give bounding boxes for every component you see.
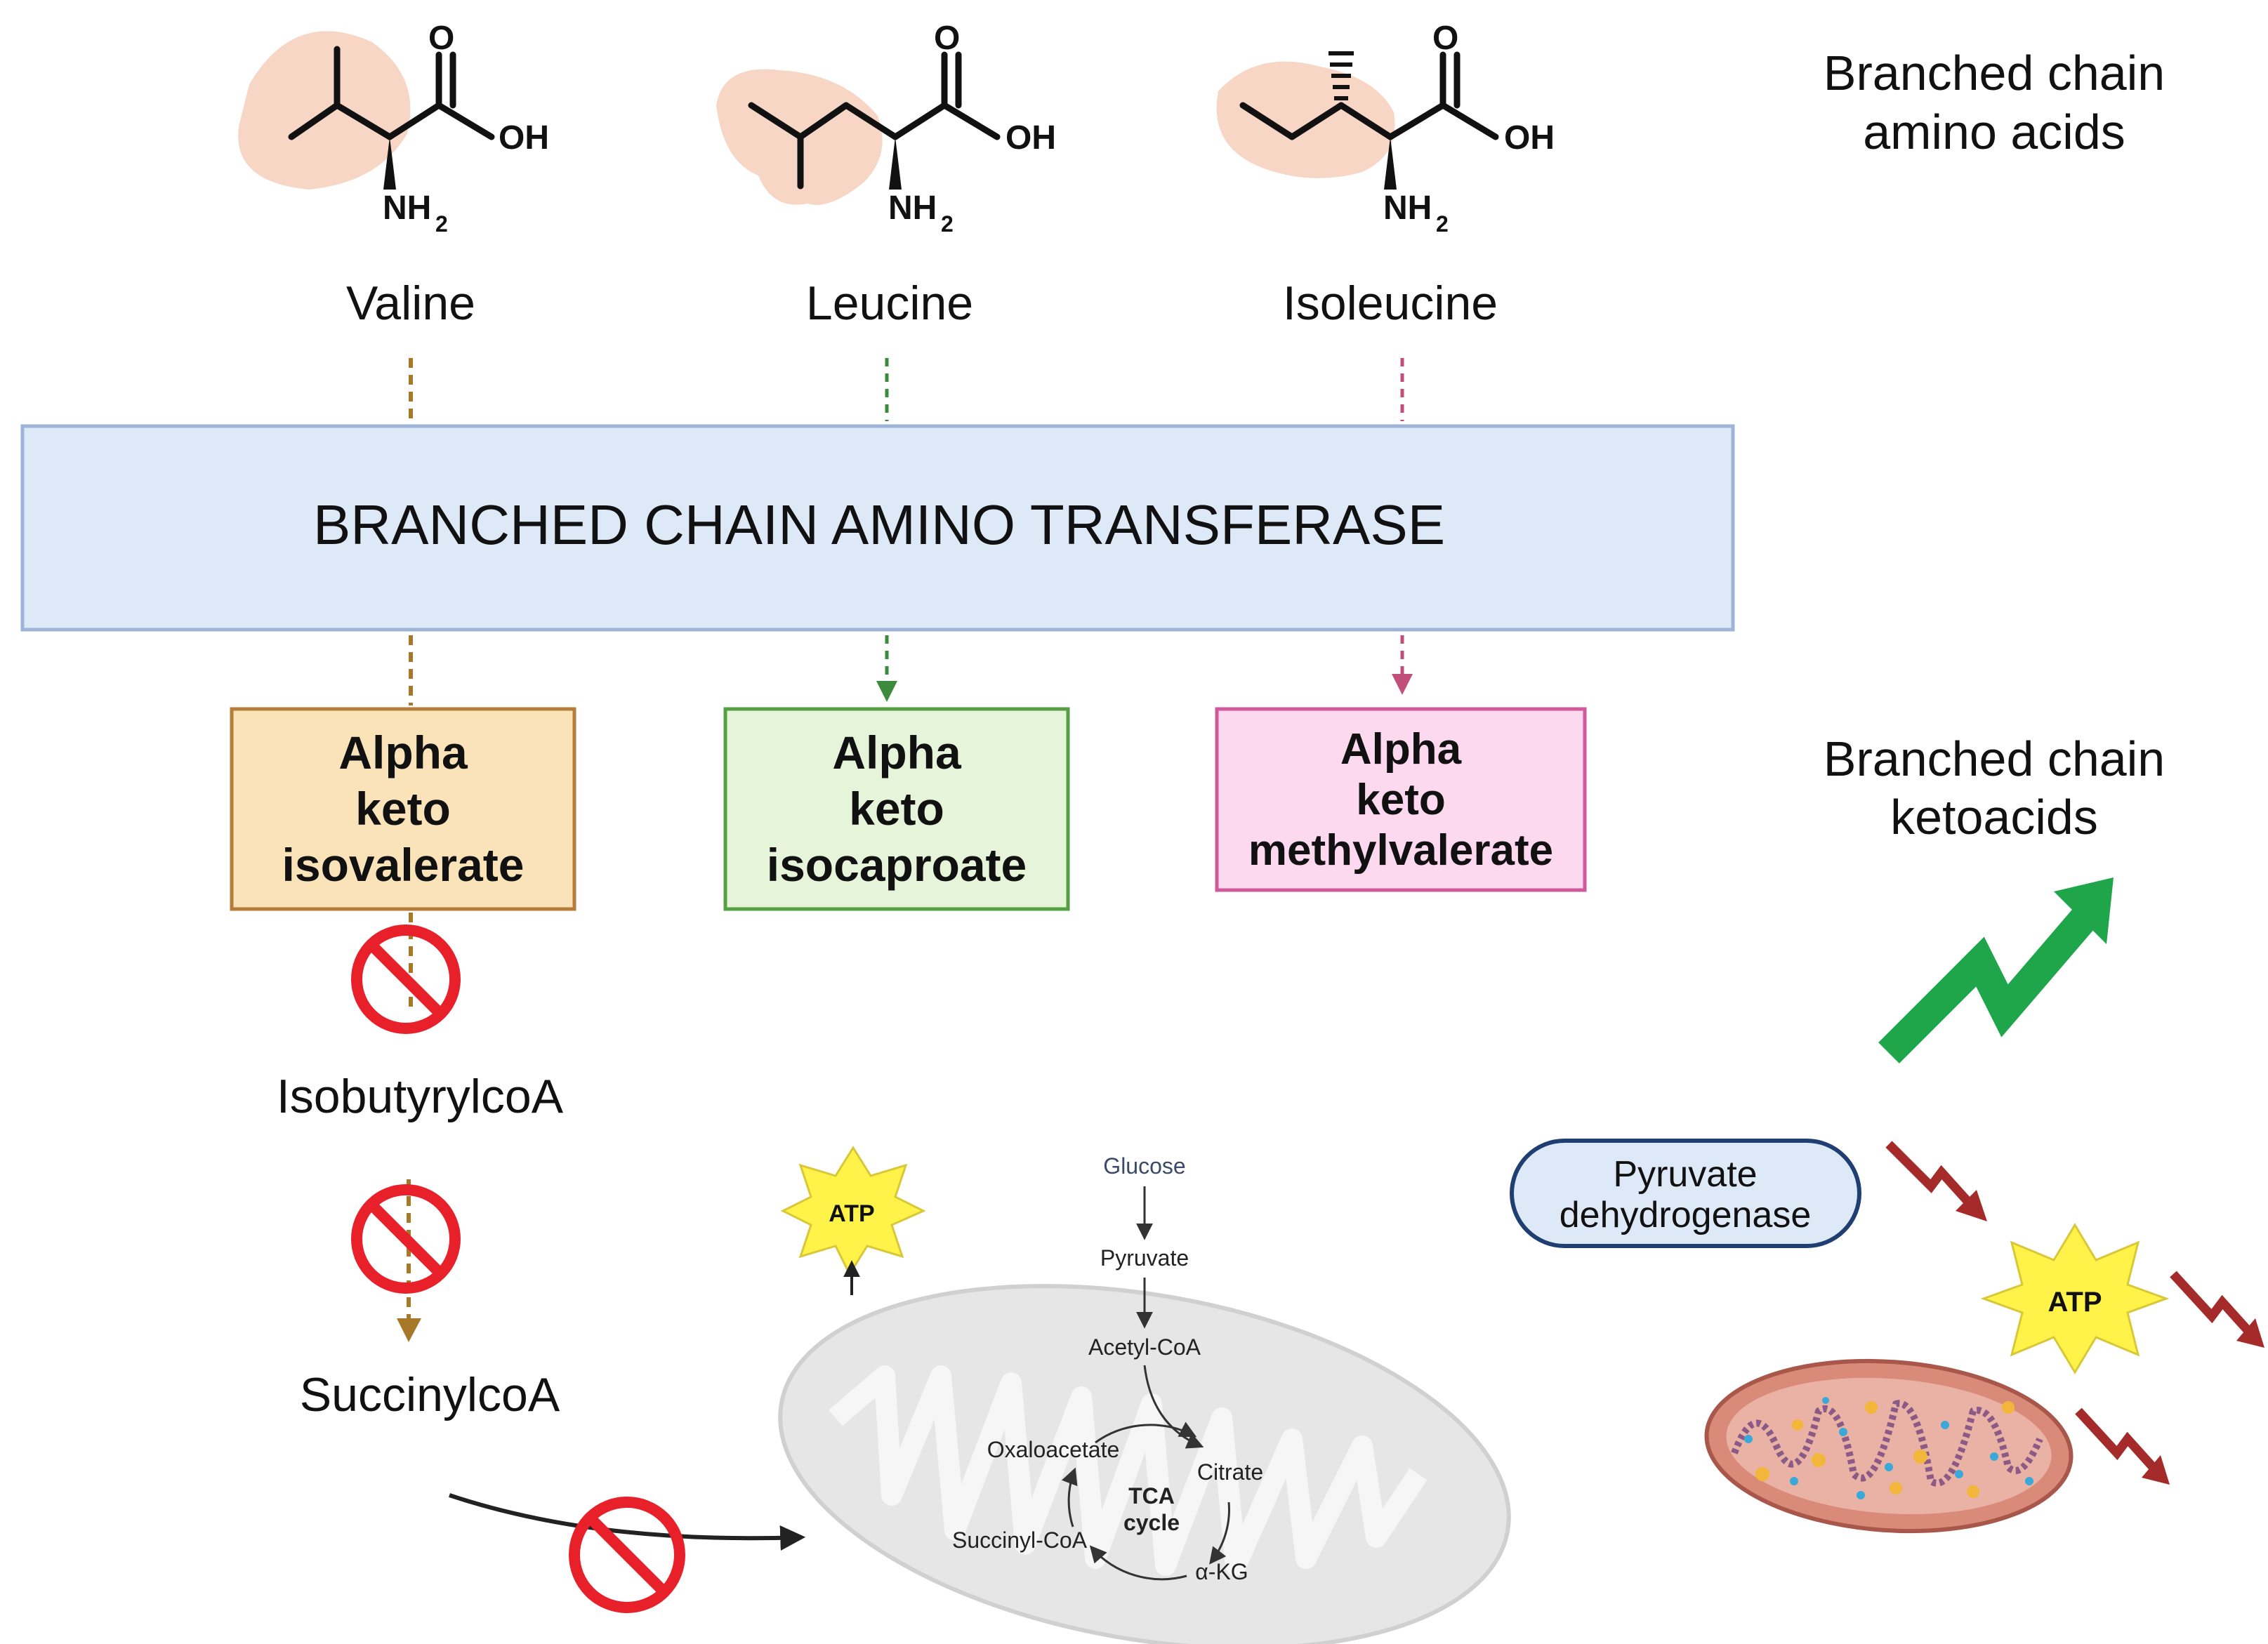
blocked-step-icon [351, 1184, 461, 1294]
glucose-label: Glucose [1103, 1153, 1185, 1179]
amino-acids-header-line1: Branched chain [1824, 46, 2165, 100]
leucine-hydroxyl-label: OH [1006, 119, 1056, 157]
isoleucine-hydroxyl-label: OH [1504, 119, 1555, 157]
citrate-label: Citrate [1197, 1459, 1263, 1485]
pdh-label-line2: dehydrogenase [1560, 1195, 1812, 1235]
isoleucine-keto-line2: keto [1356, 776, 1445, 824]
enzyme-box [20, 424, 1735, 632]
valine-structure: O OH NH 2 [238, 20, 549, 237]
increase-arrow-icon [1878, 877, 2114, 1063]
isoleucine-side-chain-highlight [1216, 61, 1395, 178]
decrease-arrow-icon [2075, 1407, 2170, 1485]
succinyl-arrowhead [397, 1318, 421, 1342]
tca-cycle-label-line1: TCA [1128, 1483, 1175, 1509]
enzyme-label: BRANCHED CHAIN AMINO TRANSFERASE [313, 493, 1445, 556]
oxaloacetate-label: Oxaloacetate [987, 1437, 1120, 1462]
isoleucine-amine-label: NH [1383, 190, 1432, 227]
tca-cycle-label-line2: cycle [1123, 1510, 1180, 1535]
isoleucine-keto-line3: methylvalerate [1248, 826, 1553, 875]
tca-cycle [1061, 1421, 1230, 1581]
isobutyryl-coa-label: IsobutyrylcoA [277, 1070, 564, 1123]
isoleucine-oxygen-label: O [1432, 20, 1458, 57]
valine-label: Valine [346, 277, 475, 330]
mitochondrion-icon [778, 1284, 1511, 1644]
isoleucine-label: Isoleucine [1283, 277, 1498, 330]
blocked-step-icon [569, 1497, 685, 1613]
blocked-step-icon [351, 924, 461, 1034]
pyruvate-label: Pyruvate [1100, 1245, 1189, 1271]
leucine-oxygen-label: O [934, 20, 960, 57]
leucine-keto-line3: isocaproate [767, 839, 1027, 891]
leucine-amine-label: NH [888, 190, 937, 227]
ketoacids-header-line2: ketoacids [1890, 790, 2098, 844]
valine-keto-line1: Alpha [338, 727, 468, 778]
isoleucine-bonds [1239, 51, 1499, 140]
leucine-wedge-bond [889, 137, 902, 190]
valine-oxygen-label: O [428, 20, 454, 57]
succinyl-coa-tca-label: Succinyl-CoA [952, 1527, 1088, 1553]
leucine-structure: O OH NH 2 [716, 20, 1056, 237]
isoleucine-keto-line1: Alpha [1340, 725, 1462, 774]
leucine-keto-line1: Alpha [832, 727, 962, 778]
leucine-bonds [748, 51, 1001, 190]
succinyl-coa-label: SuccinylcoA [300, 1368, 560, 1421]
isoleucine-wedge-bond [1384, 137, 1397, 190]
valine-keto-line3: isovalerate [282, 839, 525, 891]
ketoacids-header-line1: Branched chain [1824, 731, 2165, 786]
isoleucine-amine-subscript: 2 [1436, 211, 1449, 237]
valine-wedge-bond [383, 137, 396, 190]
decrease-arrow-icon [1885, 1141, 1987, 1221]
valine-amine-subscript: 2 [435, 211, 448, 237]
atp-label-right: ATP [2048, 1287, 2102, 1318]
valine-bonds [288, 46, 495, 140]
decrease-arrow-icon [2170, 1271, 2264, 1348]
isoleucine-structure: O OH NH 2 [1216, 20, 1555, 237]
valine-keto-line2: keto [355, 783, 451, 835]
acetyl-coa-label: Acetyl-CoA [1088, 1334, 1201, 1360]
atp-label-left: ATP [829, 1200, 874, 1227]
valine-keto-box [230, 707, 576, 911]
leucine-keto-box [723, 707, 1070, 911]
valine-hydroxyl-label: OH [499, 119, 549, 157]
atp-burst-icon [1980, 1223, 2170, 1374]
amino-acids-header-line2: amino acids [1863, 105, 2125, 159]
leucine-keto-line2: keto [849, 783, 944, 835]
valine-amine-label: NH [383, 190, 431, 227]
succinyl-to-mitochondrion-arrow [449, 1493, 806, 1551]
alpha-kg-label: α-KG [1195, 1559, 1248, 1584]
isoleucine-hash-bond [1329, 51, 1354, 100]
leucine-amine-subscript: 2 [941, 211, 954, 237]
leucine-label: Leucine [806, 277, 973, 330]
pdh-label-line1: Pyruvate [1613, 1154, 1757, 1195]
isoleucine-keto-box [1215, 707, 1587, 892]
acetylcoa-to-citrate-arrow [1143, 1365, 1204, 1449]
damaged-mitochondrion-icon [1704, 1358, 2073, 1534]
pyruvate-dehydrogenase-pill [1510, 1139, 1861, 1248]
